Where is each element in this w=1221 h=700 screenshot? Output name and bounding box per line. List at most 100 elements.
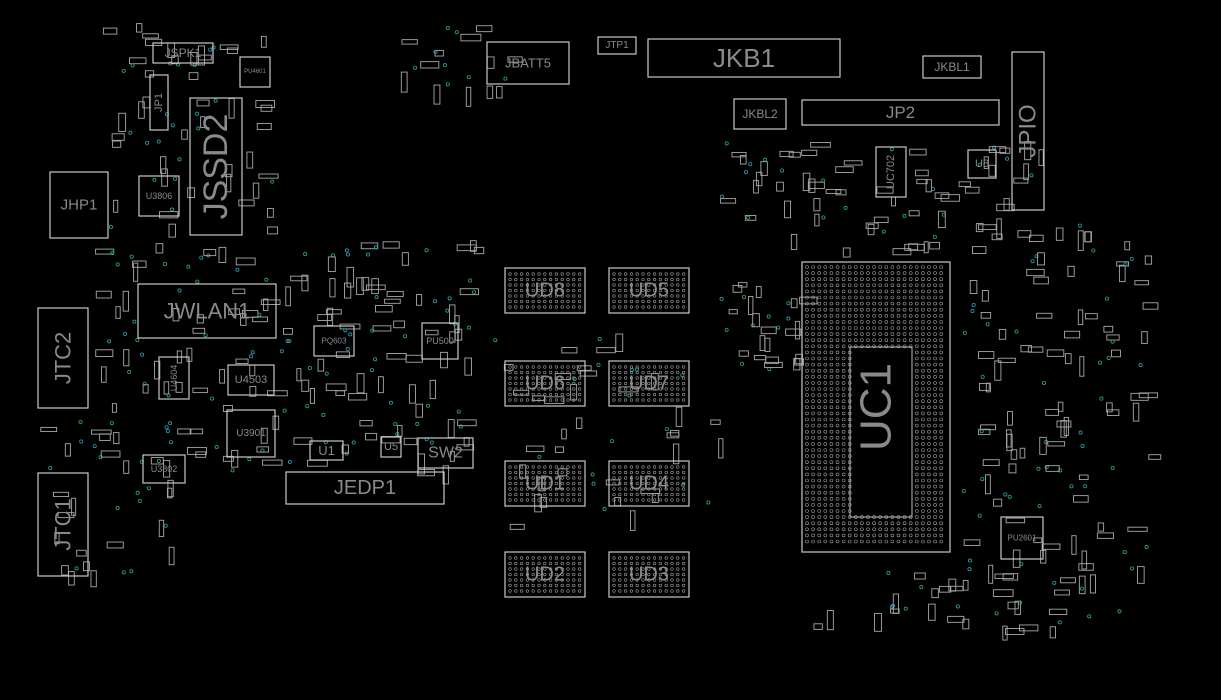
bga-pad: [921, 423, 925, 428]
bga-pad: [618, 392, 622, 397]
bga-pad: [572, 381, 576, 386]
component-jedp1[interactable]: JEDP1: [285, 471, 445, 505]
component-pu4601[interactable]: PU4601: [239, 56, 271, 88]
bga-pad: [823, 350, 828, 355]
component-pq603[interactable]: PQ603: [313, 325, 355, 357]
bga-pad: [670, 481, 674, 486]
bga-pad: [939, 533, 944, 538]
bga-pad: [860, 533, 864, 538]
via: [388, 400, 393, 405]
component-u4503[interactable]: U4503: [227, 364, 275, 396]
component-jspk1[interactable]: JSPK1: [152, 42, 214, 64]
component-ud6[interactable]: UD6: [504, 360, 586, 407]
bga-pad: [927, 362, 931, 367]
smd-component: [788, 151, 801, 158]
component-uc1[interactable]: UC1: [801, 261, 951, 553]
bga-pad: [525, 561, 530, 566]
component-pu2601[interactable]: PU2601: [1000, 516, 1044, 560]
component-jpio[interactable]: JPIO: [1011, 51, 1045, 211]
bga-pad: [939, 478, 944, 483]
bga-pad: [676, 294, 680, 298]
component-jkbl2[interactable]: JKBL2: [733, 98, 787, 130]
component-u4604[interactable]: U4604: [158, 356, 190, 400]
component-ud5[interactable]: UD5: [608, 267, 690, 314]
bga-pad: [829, 399, 834, 404]
smd-component: [123, 349, 130, 367]
smd-component: [449, 304, 456, 325]
bga-pad: [841, 350, 846, 355]
bga-pad: [554, 272, 559, 276]
bga-pad: [853, 295, 858, 300]
bga-pad: [914, 417, 919, 422]
bga-pad: [664, 376, 668, 380]
component-ud1[interactable]: UD1: [504, 460, 586, 507]
component-pu500[interactable]: PU500: [421, 322, 459, 360]
component-jbatt5[interactable]: JBATT5: [486, 41, 570, 85]
smd-component: [753, 179, 759, 194]
component-jssd2[interactable]: JSSD2: [189, 97, 243, 236]
via: [321, 413, 326, 418]
bga-pad: [860, 271, 864, 275]
component-jhp1[interactable]: JHP1: [49, 171, 109, 239]
bga-pad: [519, 589, 524, 593]
bga-pad: [902, 338, 907, 343]
bga-pad: [896, 521, 901, 526]
bga-pad: [811, 344, 815, 349]
smd-component: [260, 299, 281, 305]
bga-pad: [514, 572, 518, 577]
component-ud3[interactable]: UD3: [608, 551, 690, 598]
component-jtc2[interactable]: JTC2: [37, 307, 89, 409]
bga-pad: [670, 487, 674, 491]
bga-pad: [811, 472, 815, 477]
bga-pad: [554, 305, 559, 309]
component-u3806[interactable]: U3806: [138, 175, 180, 217]
component-u8[interactable]: U8: [967, 149, 997, 179]
bga-pad: [835, 515, 840, 519]
component-sw2[interactable]: SW2: [417, 437, 474, 469]
component-ud2[interactable]: UD2: [504, 551, 586, 598]
component-jwlan1[interactable]: JWLAN1: [137, 283, 277, 339]
component-jp1[interactable]: JP1: [149, 74, 169, 131]
component-ud4[interactable]: UD4: [608, 460, 690, 507]
bga-pad: [525, 481, 530, 486]
bga-pad: [921, 265, 925, 269]
component-u3802[interactable]: U3802: [142, 454, 186, 484]
bga-pad: [866, 277, 870, 282]
bga-pad: [805, 313, 809, 318]
component-u1[interactable]: U1: [309, 440, 344, 461]
bga-pad: [572, 487, 576, 491]
bga-pad: [829, 393, 834, 397]
via: [724, 327, 729, 332]
via: [932, 234, 937, 239]
bga-pad: [647, 376, 651, 380]
bga-pad: [519, 487, 524, 491]
smd-component: [417, 468, 435, 477]
bga-pad: [519, 572, 524, 577]
component-ud7[interactable]: UD7: [608, 360, 690, 407]
component-ud8[interactable]: UD8: [504, 267, 586, 314]
bga-pad: [835, 509, 840, 513]
smd-component: [1033, 537, 1043, 544]
via: [348, 332, 353, 337]
bga-pad: [817, 460, 822, 465]
component-u5[interactable]: U5: [380, 436, 402, 458]
component-jp2[interactable]: JP2: [801, 99, 1000, 126]
smd-component: [219, 369, 225, 384]
bga-pad: [847, 533, 852, 538]
bga-pad: [914, 521, 919, 526]
component-u3901[interactable]: U3901: [226, 409, 276, 458]
smd-component: [425, 329, 439, 336]
component-uc702[interactable]: UC702: [875, 146, 907, 198]
bga-pad: [884, 521, 889, 526]
bga-pad: [572, 299, 576, 304]
bga-pad: [835, 435, 840, 440]
smd-component: [465, 86, 472, 107]
component-jkbl1[interactable]: JKBL1: [922, 55, 982, 79]
bga-pad: [823, 423, 828, 428]
via: [287, 459, 292, 464]
component-jtp1[interactable]: JTP1: [597, 36, 637, 55]
component-jkb1[interactable]: JKB1: [647, 38, 841, 78]
smd-component: [476, 25, 493, 33]
component-jtc1[interactable]: JTC1: [37, 472, 89, 577]
